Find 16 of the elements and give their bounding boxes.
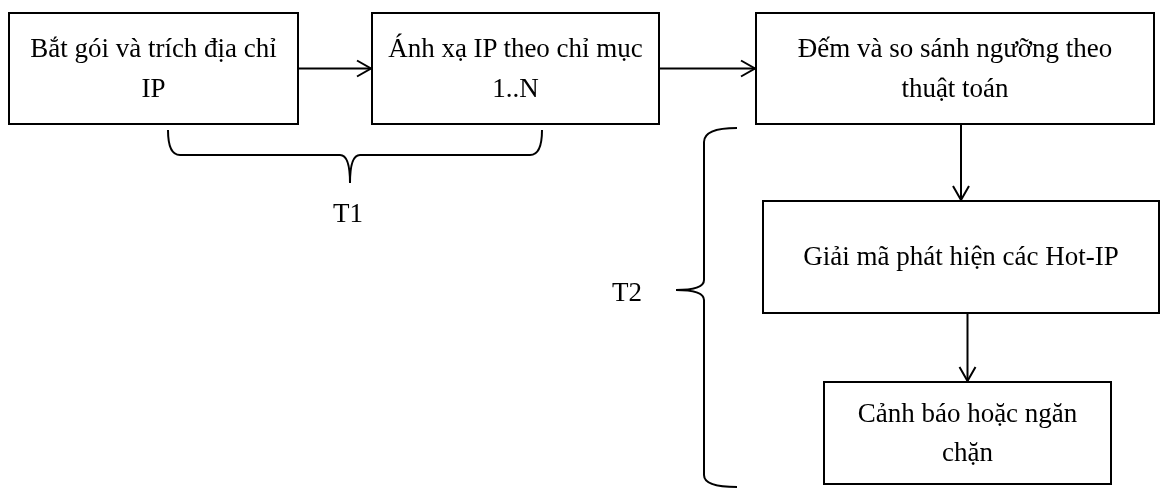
- box-text: Giải mã phát hiện các Hot-IP: [803, 240, 1119, 274]
- box-text: Bắt gói và trích địa chỉ IP: [29, 32, 278, 105]
- arrow: [659, 59, 756, 78]
- arrow: [298, 59, 372, 78]
- box-text: Đếm và so sánh ngưỡng theo thuật toán: [796, 32, 1114, 105]
- process-box: [371, 12, 660, 125]
- process-box: [823, 381, 1112, 485]
- bracket-label: T1: [333, 198, 363, 229]
- arrow: [958, 313, 977, 382]
- process-box: [762, 200, 1160, 314]
- bracket-label: T2: [612, 277, 642, 308]
- process-box: [8, 12, 299, 125]
- process-box: [755, 12, 1155, 125]
- box-text: Cảnh báo hoặc ngăn chặn: [856, 396, 1079, 469]
- box-text: Ánh xạ IP theo chỉ mục 1..N: [387, 32, 644, 105]
- arrow: [952, 124, 970, 201]
